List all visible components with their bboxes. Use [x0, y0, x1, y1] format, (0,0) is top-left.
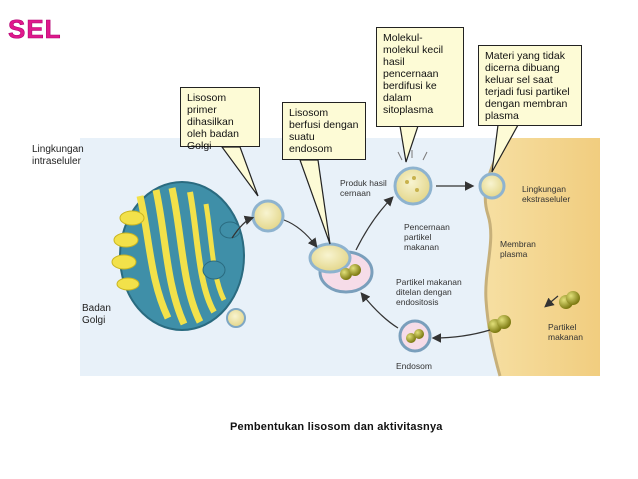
exocytosis-vesicle	[478, 172, 506, 200]
endocytosis-particles	[488, 291, 580, 333]
callout-pointer-primary	[220, 146, 259, 197]
label-food-digestion: Pencernaan partikel makanan	[404, 222, 450, 252]
arrow-golgi-to-lysosome	[231, 215, 255, 239]
callout-pointer-fusion	[299, 159, 331, 245]
callout-waste: Materi yang tidak dicerna dibuang keluar…	[478, 45, 582, 126]
callout-fused-lysosome: Lisosom berfusi dengan suatu endosom	[282, 102, 366, 160]
figure-caption: Pembentukan lisosom dan aktivitasnya	[230, 421, 443, 433]
fused-lysosome	[308, 242, 374, 294]
endosome	[398, 319, 432, 353]
arrow-particle-inward	[544, 295, 559, 308]
label-endosome: Endosom	[396, 361, 432, 371]
callout-small-molecules: Molekul-molekul kecil hasil pencernaan b…	[376, 27, 464, 127]
arrow-endosome-to-fusion	[360, 292, 399, 329]
label-plasma-membrane: Membran plasma	[500, 239, 536, 259]
digestion-vesicle	[393, 150, 433, 206]
primary-lysosome	[251, 199, 285, 233]
label-intracellular: Lingkungan intraseluler	[32, 144, 84, 167]
callout-primary-lysosome: Lisosom primer dihasilkan oleh badan Gol…	[180, 87, 260, 152]
arrow-fusion-to-digestion	[355, 196, 394, 251]
golgi-apparatus	[111, 181, 246, 331]
extracellular-region	[485, 138, 600, 376]
label-digestion-products: Produk hasil cernaan	[340, 178, 387, 198]
label-food-particle: Partikel makanan	[548, 322, 583, 342]
arrow-endocytosis-to-endosome	[431, 329, 491, 343]
label-engulfed: Partikel makanan ditelan dengan endosito…	[396, 277, 462, 307]
label-extracellular: Lingkungan ekstraseluler	[522, 184, 571, 204]
label-golgi: Badan Golgi	[82, 303, 111, 326]
page-title: SEL	[8, 14, 62, 45]
arrow-lysosome-to-fusion	[283, 219, 318, 248]
